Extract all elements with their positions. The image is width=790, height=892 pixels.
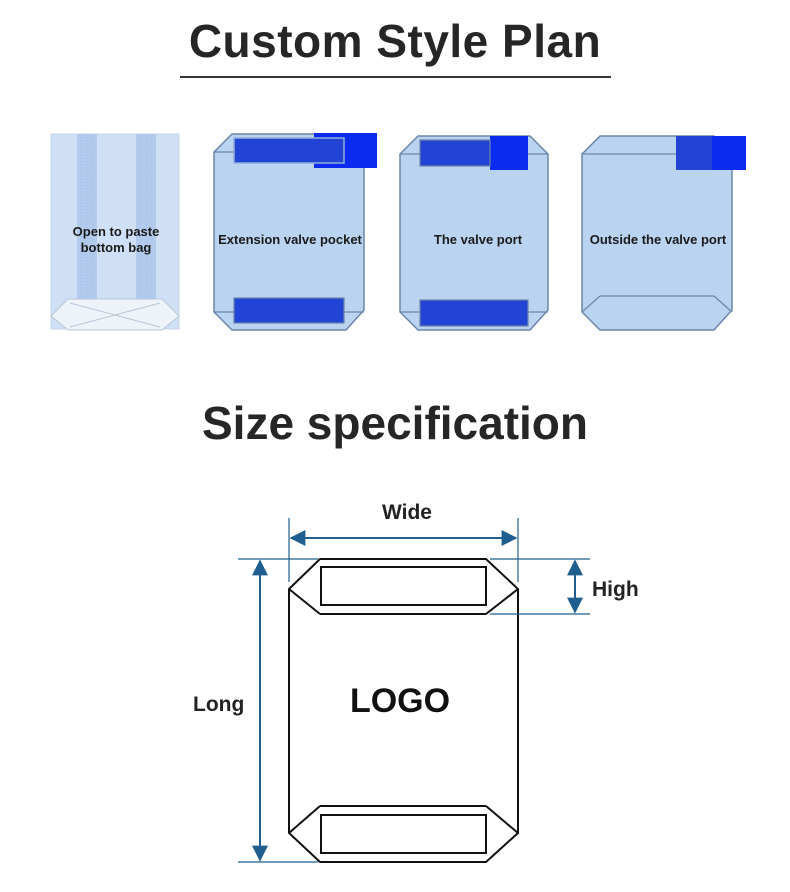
bag-style-label-4: Outside the valve port bbox=[589, 232, 727, 247]
long-label: Long bbox=[193, 693, 244, 716]
bag-valve-port bbox=[399, 135, 549, 331]
bag-style-label-3: The valve port bbox=[433, 232, 523, 247]
page-title: Custom Style Plan bbox=[188, 15, 602, 67]
title-underline bbox=[180, 76, 611, 78]
wide-label: Wide bbox=[382, 501, 432, 524]
bag-open-paste-bottom bbox=[50, 133, 180, 331]
bag-style-label-1: Open to paste bottom bag bbox=[72, 224, 160, 255]
bag-style-label-2: Extension valve pocket bbox=[218, 232, 362, 247]
bag-extension-valve-pocket bbox=[213, 133, 377, 331]
high-label: High bbox=[592, 578, 639, 601]
bag-outside-valve-port bbox=[581, 135, 746, 331]
logo-text: LOGO bbox=[350, 682, 450, 720]
section-title: Size specification bbox=[201, 397, 588, 449]
